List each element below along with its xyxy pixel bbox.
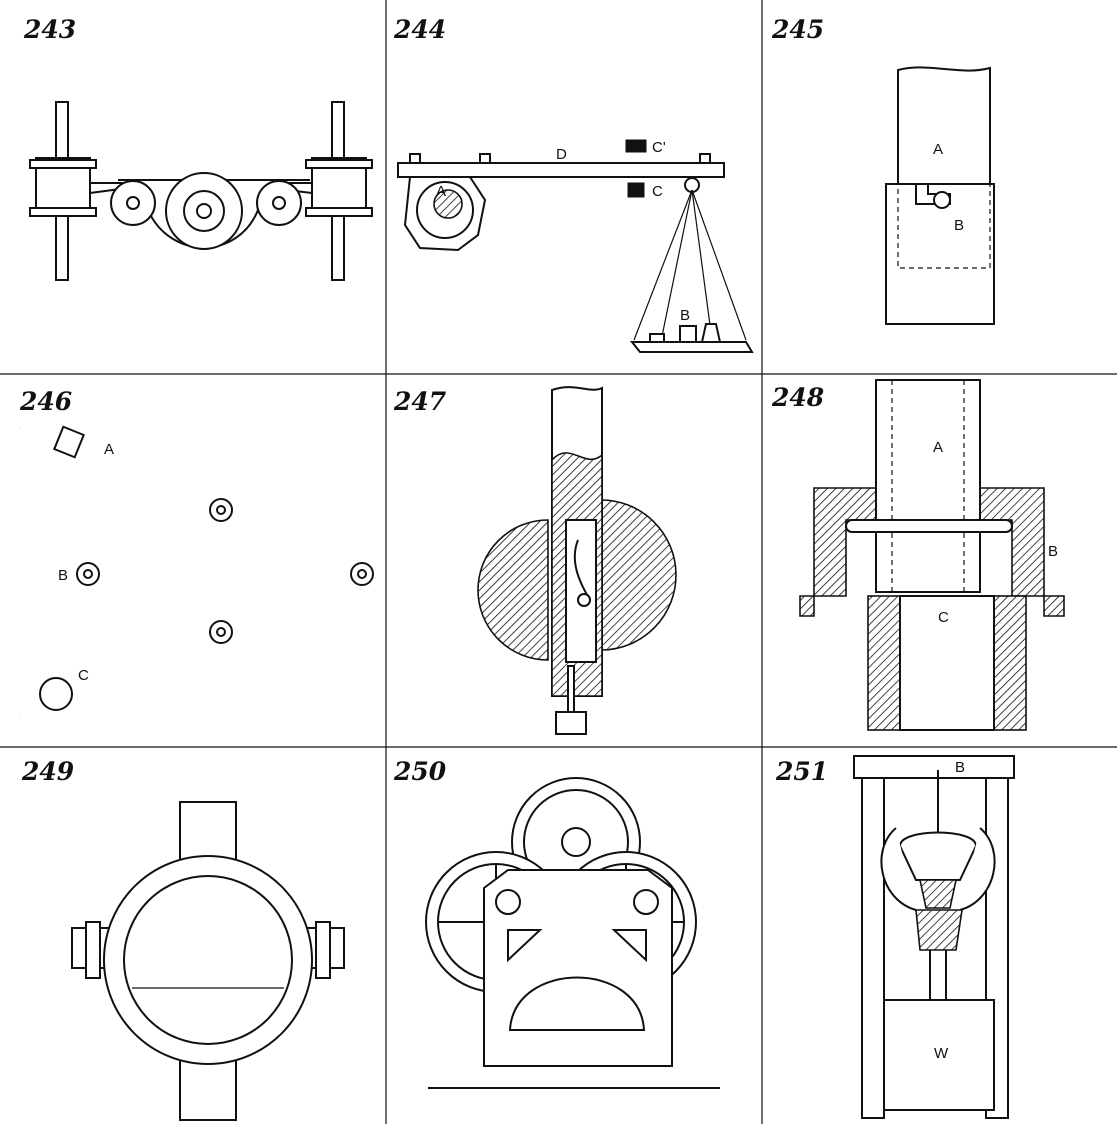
figure-244: 244 D C' A C B [393,15,754,353]
label-C: C [78,667,89,684]
figure-247: 247 [393,386,677,735]
label-B: B [680,307,690,324]
pulley-drive-drawing [29,101,373,281]
label-C: C [938,609,949,626]
label-W: W [934,1045,949,1062]
label-A: A [933,439,943,456]
label-B: B [1048,543,1058,560]
bayonet-joint-drawing [885,66,995,325]
label-C-prime: C' [652,139,666,156]
label-B: B [58,567,68,584]
figure-number: 250 [393,757,447,786]
figure-number: 245 [771,15,824,44]
label-B: B [955,759,965,776]
label-D: D [556,146,567,163]
figure-number: 251 [775,757,828,786]
beam-scale-drawing [397,139,754,353]
split-pipe-clamp-drawing [71,801,345,1121]
figure-number: 246 [19,387,72,416]
pulley-latch-drawing [477,386,677,735]
figure-number: 244 [393,15,446,44]
figure-246: 246 A B C [18,387,374,718]
wheel-stand-drawing [425,777,720,1089]
pipe-union-drawing [799,379,1065,731]
figure-number: 247 [393,387,447,416]
figure-248: 248 A B C [771,379,1065,731]
figure-251: 251 B W [775,755,1015,1119]
figure-243: 243 [23,15,373,281]
figure-number: 243 [23,15,76,44]
figure-number: 248 [771,383,824,412]
figure-250: 250 [393,757,720,1089]
label-C: C [652,183,663,200]
label-B: B [954,217,964,234]
lazy-tongs-drawing [18,424,374,718]
label-A: A [933,141,943,158]
figure-245: 245 A B [771,15,995,325]
figure-249: 249 [21,757,345,1121]
label-A: A [104,441,114,458]
label-A: A [436,183,446,200]
pile-driver-grab-drawing [853,755,1015,1119]
figure-number: 249 [21,757,74,786]
